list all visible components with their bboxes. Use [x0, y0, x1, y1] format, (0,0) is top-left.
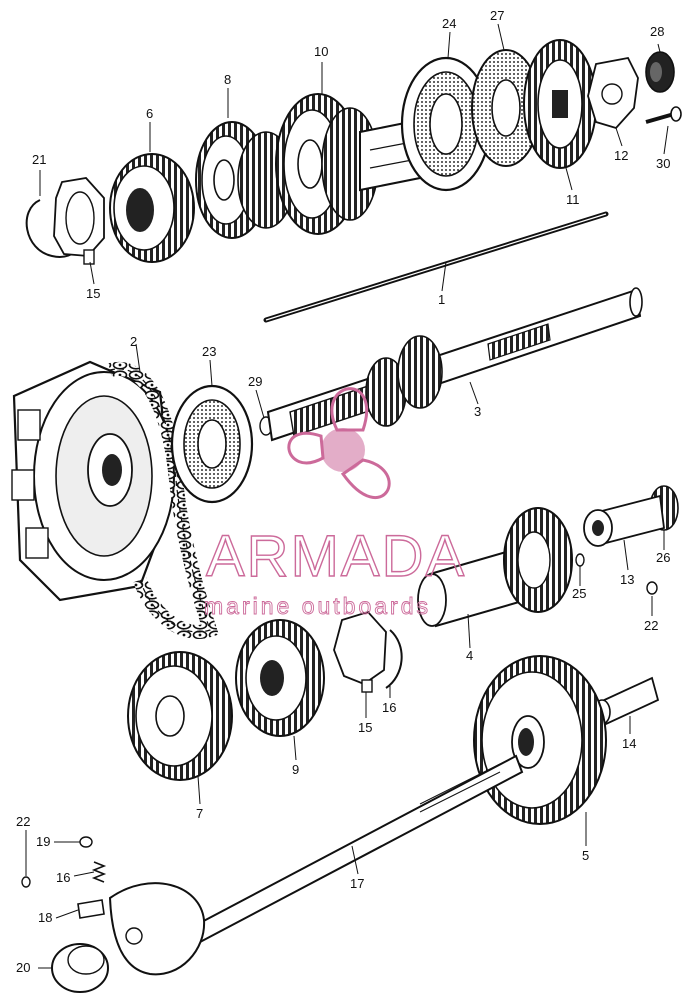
propeller-logo-icon	[287, 387, 391, 499]
ball-part-22-right	[646, 581, 658, 595]
sprocket-part-11	[523, 39, 597, 169]
callout-22-right: 22	[644, 618, 658, 633]
callout-27: 27	[490, 8, 504, 23]
callout-26: 26	[656, 550, 670, 565]
callout-3: 3	[474, 404, 481, 419]
callout-18: 18	[38, 910, 52, 925]
cap-part-20	[51, 943, 109, 993]
lock-washer-part-15-top	[53, 177, 105, 265]
callout-5: 5	[582, 848, 589, 863]
callout-8: 8	[224, 72, 231, 87]
callout-14: 14	[622, 736, 636, 751]
callout-15-middle: 15	[358, 720, 372, 735]
spring-part-16-lower	[91, 861, 107, 883]
callout-16-lower: 16	[56, 870, 70, 885]
watermark: ARMADA marine outboards	[204, 387, 466, 619]
gear-part-4	[417, 507, 573, 628]
spring-part-16-middle	[385, 629, 403, 689]
callout-1: 1	[438, 292, 445, 307]
callout-29: 29	[248, 374, 262, 389]
gear-part-7	[127, 651, 233, 781]
pawl-part-18	[77, 899, 105, 919]
callout-10: 10	[314, 44, 328, 59]
gear-part-6	[109, 153, 195, 263]
callout-labels: 1 2 3 4 5 6 7 8 9 10 11 12 13 14 15 15 1…	[16, 8, 670, 975]
callout-15-top: 15	[86, 286, 100, 301]
bolt-part-19	[79, 836, 93, 848]
primary-chain	[108, 361, 219, 639]
gear-part-5	[473, 655, 607, 825]
gear-part-8	[195, 121, 295, 239]
watermark-subtitle: marine outboards	[204, 593, 431, 619]
callout-20: 20	[16, 960, 30, 975]
callout-2: 2	[130, 334, 137, 349]
gear-part-9	[235, 619, 325, 737]
bearing-part-23	[170, 384, 254, 504]
callout-6: 6	[146, 106, 153, 121]
callout-28: 28	[650, 24, 664, 39]
callout-17: 17	[350, 876, 364, 891]
callout-19: 19	[36, 834, 50, 849]
spindle-part-17	[158, 754, 524, 962]
kick-plate	[108, 882, 206, 976]
callout-11: 11	[566, 192, 580, 207]
washer-part-25	[575, 553, 585, 567]
bolt-part-30	[645, 106, 682, 124]
callout-30: 30	[656, 156, 670, 171]
callout-23: 23	[202, 344, 216, 359]
ball-part-22-left	[21, 876, 31, 888]
callout-16-middle: 16	[382, 700, 396, 715]
callout-12: 12	[614, 148, 628, 163]
lock-washer-part-15-middle	[333, 610, 387, 693]
bushing-part-13	[583, 494, 665, 547]
callout-25: 25	[572, 586, 586, 601]
fixing-plate-part-12	[587, 56, 639, 130]
watermark-title: ARMADA	[206, 524, 466, 589]
callout-7: 7	[196, 806, 203, 821]
nut-part-28	[645, 51, 675, 93]
callout-22-left: 22	[16, 814, 30, 829]
rod-part-1	[263, 211, 609, 323]
leader-lines	[25, 23, 669, 969]
callout-24: 24	[442, 16, 456, 31]
callout-13: 13	[620, 572, 634, 587]
clutch-outer-part-2	[11, 360, 175, 602]
callout-4: 4	[466, 648, 473, 663]
callout-21: 21	[32, 152, 46, 167]
callout-9: 9	[292, 762, 299, 777]
mainshaft-part-3	[266, 287, 643, 442]
